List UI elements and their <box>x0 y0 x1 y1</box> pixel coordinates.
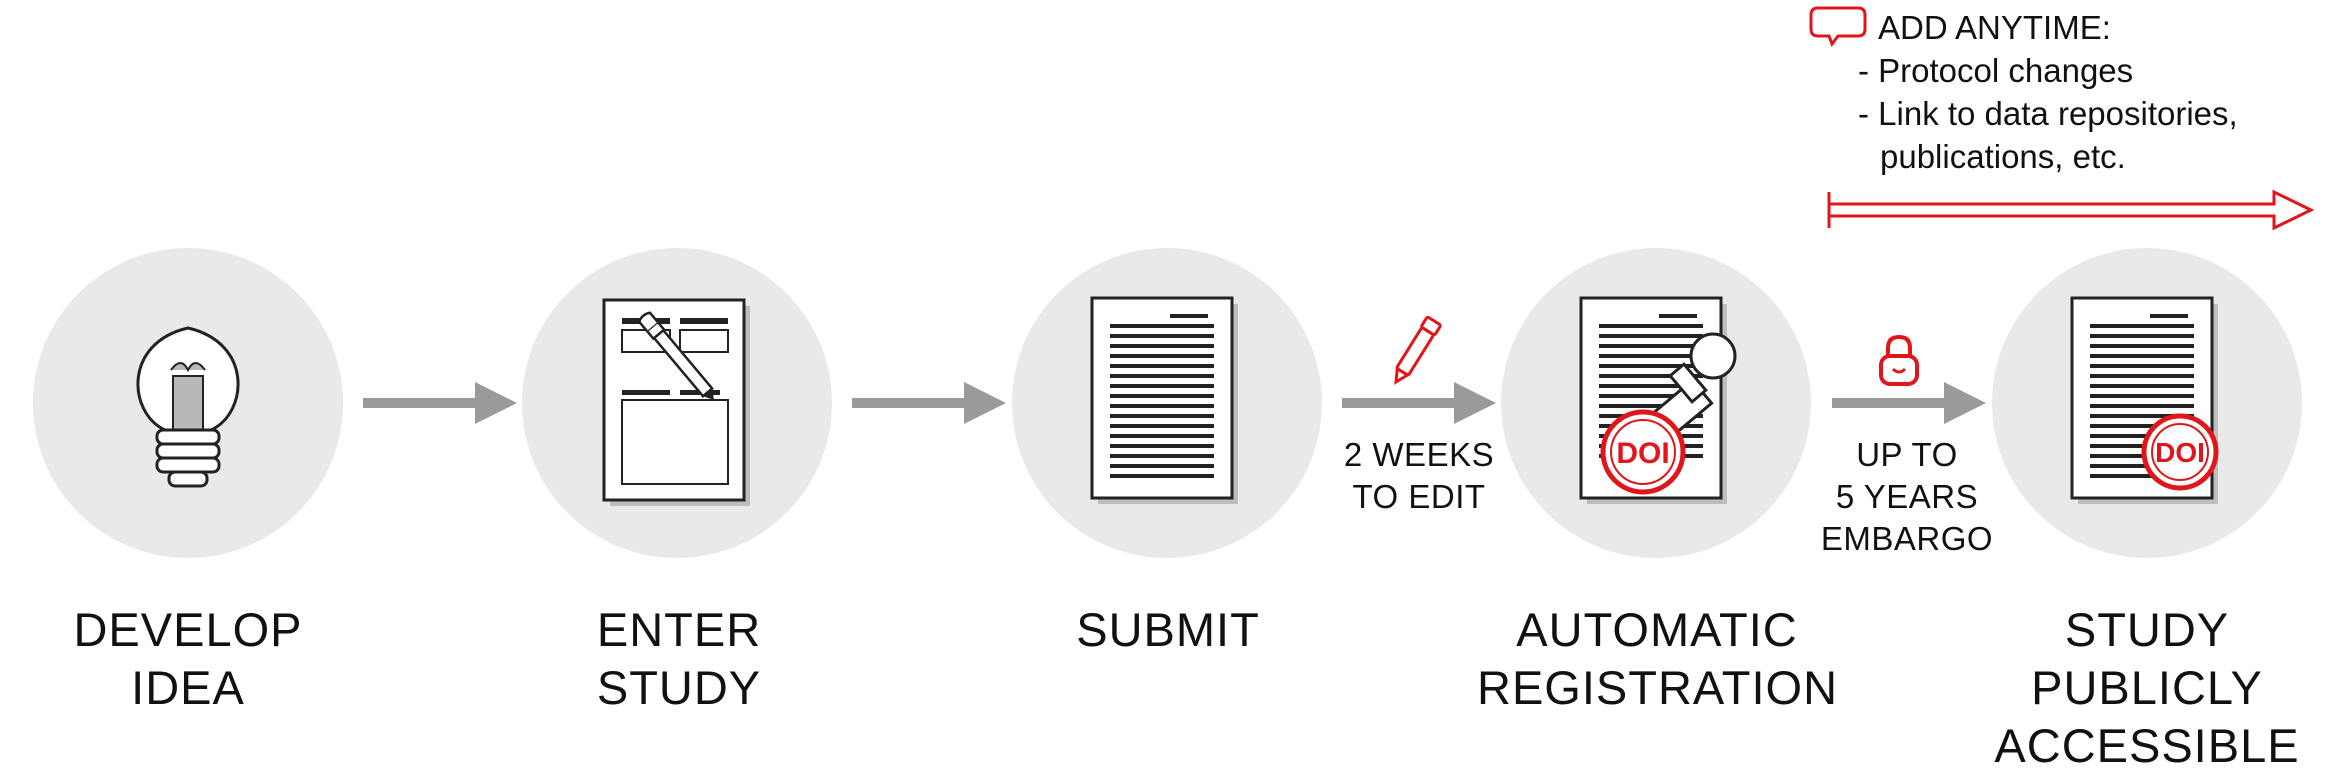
lightbulb-icon <box>136 326 240 488</box>
step-label-line: STUDY <box>2064 603 2230 656</box>
speech-bubble-icon <box>1809 6 1867 47</box>
step-publicly-accessible-circle: DOI <box>1992 248 2302 558</box>
stamped-document-icon: DOI <box>1579 296 1737 504</box>
add-anytime-item: - Link to data repositories, <box>1858 95 2238 132</box>
doi-stamp-label: DOI <box>1616 437 1669 470</box>
add-anytime-list: - Protocol changes - Link to data reposi… <box>1858 49 2238 178</box>
add-anytime-arrow <box>1827 189 2315 231</box>
edit-window-label: 2 WEEKS TO EDIT <box>1319 434 1519 518</box>
step-develop-idea-label: DEVELOP IDEA <box>8 601 368 717</box>
embargo-label: UP TO 5 YEARS EMBARGO <box>1807 434 2007 560</box>
document-icon <box>1090 296 1238 504</box>
step-label-line: ENTER <box>596 603 762 656</box>
edit-window-line: 2 WEEKS <box>1343 436 1495 473</box>
flow-arrow <box>1832 382 1986 424</box>
embargo-line: EMBARGO <box>1820 520 1994 557</box>
step-label-line: IDEA <box>131 661 245 714</box>
step-enter-study-circle <box>522 248 832 558</box>
step-enter-study-label: ENTER STUDY <box>499 601 859 717</box>
step-label-line: REGISTRATION <box>1477 661 1839 714</box>
step-develop-idea-circle <box>33 248 343 558</box>
add-anytime-title: ADD ANYTIME: <box>1878 9 2111 46</box>
step-label-line: ACCESSIBLE <box>1994 719 2300 772</box>
step-publicly-accessible-label: STUDY PUBLICLY ACCESSIBLE <box>1967 601 2327 775</box>
pen-icon <box>1394 316 1442 385</box>
add-anytime-item: publications, etc. <box>1880 138 2126 175</box>
step-automatic-registration-label: AUTOMATIC REGISTRATION <box>1477 601 1837 717</box>
step-automatic-registration-circle: DOI <box>1501 248 1811 558</box>
step-submit-circle <box>1012 248 1322 558</box>
embargo-line: 5 YEARS <box>1835 478 1979 515</box>
step-submit-label: SUBMIT <box>988 601 1348 659</box>
lock-icon <box>1879 334 1919 386</box>
step-label-line: PUBLICLY <box>2031 661 2263 714</box>
flow-arrow <box>1342 382 1496 424</box>
form-with-pen-icon <box>602 298 750 506</box>
add-anytime-item: - Protocol changes <box>1858 52 2134 89</box>
edit-window-line: TO EDIT <box>1352 478 1486 515</box>
embargo-line: UP TO <box>1856 436 1958 473</box>
doi-stamp-label: DOI <box>2155 437 2205 468</box>
add-anytime-note: ADD ANYTIME: <box>1878 6 2111 49</box>
step-label-line: SUBMIT <box>1076 603 1260 656</box>
flow-arrow <box>363 382 517 424</box>
doi-document-icon: DOI <box>2070 296 2219 504</box>
flow-arrow <box>852 382 1006 424</box>
step-label-line: STUDY <box>596 661 762 714</box>
step-label-line: DEVELOP <box>73 603 303 656</box>
step-label-line: AUTOMATIC <box>1516 603 1798 656</box>
